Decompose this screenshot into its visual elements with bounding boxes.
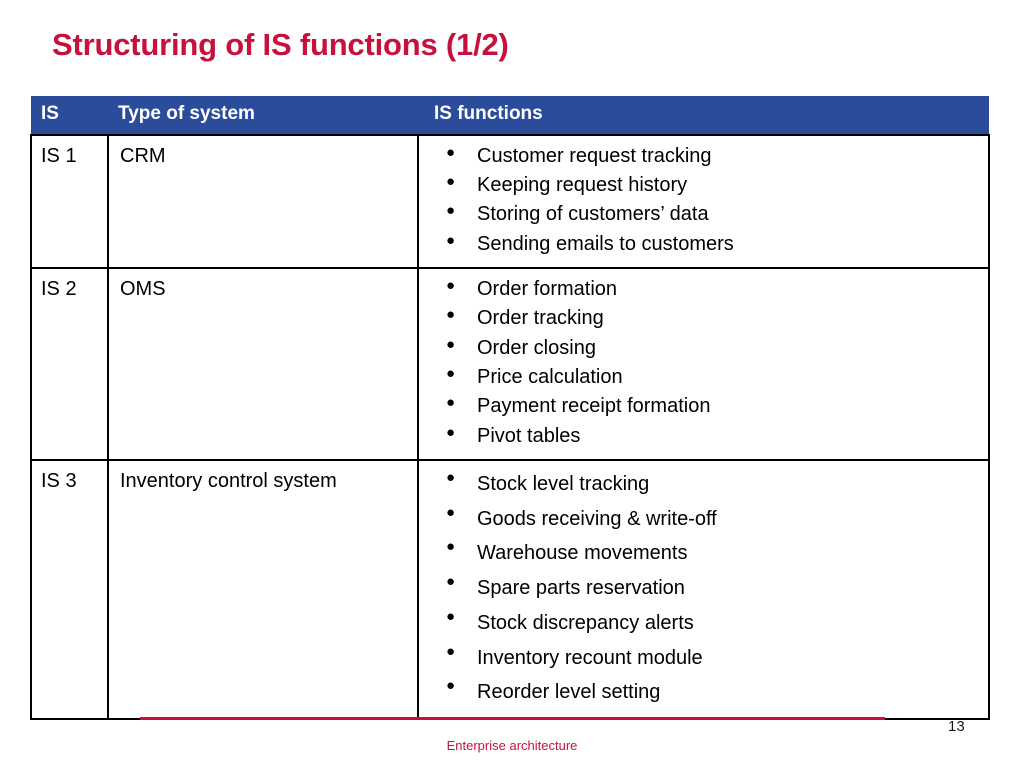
column-header-is-functions: IS functions <box>418 96 989 135</box>
list-item: ● Stock discrepancy alerts <box>419 606 988 641</box>
column-header-is: IS <box>31 96 108 135</box>
list-item-label: Goods receiving & write-off <box>477 507 717 530</box>
list-item-label: Order formation <box>477 277 618 300</box>
list-item: ● Order formation <box>419 275 988 304</box>
table-body: IS 1 CRM ● Customer request tracking ● K… <box>30 134 990 720</box>
list-item-label: Customer request tracking <box>477 145 712 167</box>
cell-functions: ● Customer request tracking ● Keeping re… <box>417 134 990 269</box>
bullet-icon: ● <box>446 364 456 382</box>
list-item: ● Order closing <box>419 334 988 363</box>
list-item: ● Stock level tracking <box>419 467 988 502</box>
list-item: ● Payment receipt formation <box>419 392 988 421</box>
list-item-label: Spare parts reservation <box>477 577 685 600</box>
list-item-label: Order tracking <box>477 307 604 330</box>
list-item-label: Reorder level setting <box>477 681 661 704</box>
bullet-icon: ● <box>446 677 456 695</box>
list-item: ● Reorder level setting <box>419 675 988 710</box>
list-item: ● Inventory recount module <box>419 641 988 676</box>
cell-system-type: OMS <box>107 266 419 462</box>
bullet-icon: ● <box>446 231 456 249</box>
list-item: ● Pivot tables <box>419 422 988 451</box>
list-item-label: Inventory recount module <box>477 646 703 669</box>
list-item: ● Sending emails to customers <box>419 230 988 259</box>
footer-label: Enterprise architecture <box>446 738 578 753</box>
bullet-icon: ● <box>446 607 456 625</box>
list-item: ● Keeping request history <box>419 171 988 200</box>
list-item-label: Payment receipt formation <box>477 395 711 418</box>
list-item-label: Pivot tables <box>477 424 581 447</box>
table-row: IS 2 OMS ● Order formation ● Order track… <box>30 266 990 462</box>
cell-is-identifier: IS 1 <box>30 134 109 269</box>
table-header-row: IS Type of system IS functions <box>31 96 989 135</box>
cell-is-identifier: IS 2 <box>30 266 109 462</box>
list-item-label: Warehouse movements <box>477 542 688 565</box>
bullet-icon: ● <box>446 306 456 324</box>
cell-is-identifier: IS 3 <box>30 459 109 720</box>
bullet-icon: ● <box>446 642 456 660</box>
column-header-type-of-system: Type of system <box>108 96 418 135</box>
cell-system-type: CRM <box>107 134 419 269</box>
page-number: 13 <box>948 718 965 735</box>
bullet-icon: ● <box>446 573 456 591</box>
bullet-icon: ● <box>446 469 456 487</box>
list-item-label: Keeping request history <box>477 174 688 197</box>
list-item-label: Sending emails to customers <box>477 232 734 255</box>
list-item: ● Spare parts reservation <box>419 571 988 606</box>
list-item: ● Goods receiving & write-off <box>419 502 988 537</box>
table-header: IS Type of system IS functions <box>31 96 989 135</box>
cell-system-type: Inventory control system <box>107 459 419 720</box>
bullet-icon: ● <box>446 276 456 294</box>
bullet-icon: ● <box>446 202 456 220</box>
functions-list: ● Customer request tracking ● Keeping re… <box>419 142 988 259</box>
bullet-icon: ● <box>446 335 456 353</box>
bullet-icon: ● <box>446 394 456 412</box>
is-functions-table: IS Type of system IS functions IS 1 CRM … <box>30 96 990 720</box>
list-item-label: Order closing <box>477 336 596 359</box>
bullet-icon: ● <box>446 144 456 161</box>
bullet-icon: ● <box>446 173 456 191</box>
functions-list: ● Stock level tracking ● Goods receiving… <box>419 467 988 710</box>
footer-divider <box>140 717 885 720</box>
cell-functions: ● Order formation ● Order tracking ● Ord… <box>417 266 990 462</box>
list-item: ● Order tracking <box>419 304 988 333</box>
list-item: ● Customer request tracking <box>419 142 988 171</box>
page-title: Structuring of IS functions (1/2) <box>52 27 509 62</box>
bullet-icon: ● <box>446 423 456 441</box>
functions-list: ● Order formation ● Order tracking ● Ord… <box>419 275 988 451</box>
bullet-icon: ● <box>446 538 456 556</box>
list-item-label: Storing of customers’ data <box>477 203 709 226</box>
list-item-label: Stock level tracking <box>477 473 650 496</box>
list-item-label: Stock discrepancy alerts <box>477 611 694 634</box>
table-row: IS 1 CRM ● Customer request tracking ● K… <box>30 134 990 269</box>
list-item: ● Warehouse movements <box>419 536 988 571</box>
cell-functions: ● Stock level tracking ● Goods receiving… <box>417 459 990 720</box>
list-item: ● Price calculation <box>419 363 988 392</box>
list-item-label: Price calculation <box>477 365 623 388</box>
table-row: IS 3 Inventory control system ● Stock le… <box>30 459 990 720</box>
bullet-icon: ● <box>446 503 456 521</box>
list-item: ● Storing of customers’ data <box>419 200 988 229</box>
